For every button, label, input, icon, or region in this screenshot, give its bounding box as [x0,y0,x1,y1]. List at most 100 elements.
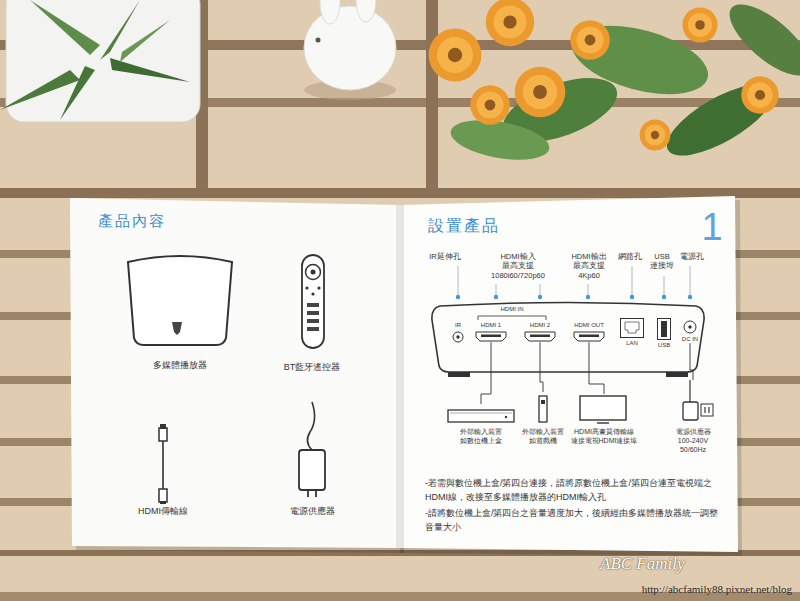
device-icon [670,380,716,426]
orange-flowers [470,85,510,125]
callout-leaders [586,295,590,299]
setup-note: -請將數位機上盒/第四台之音量適度加大，後續經由多媒體播放器統一調整音量大小 [425,506,721,534]
booklet [70,198,400,548]
callout-leaders [456,295,460,299]
rabbit-figure [320,0,340,24]
orange-flowers [570,20,610,60]
callout-leaders [494,295,498,299]
device-icon [520,392,566,426]
hdmi-port: HDMI OUT [568,322,610,342]
player-illustration [128,256,232,345]
power-adapter-illustration [307,402,314,450]
hdmi-cable-illustration [160,424,166,429]
connector-line [690,343,693,380]
callout-leaders [496,284,497,295]
callout-leaders [540,284,541,295]
connector-line [540,342,543,392]
hdmi-contacts [481,335,501,338]
hdmi-port: HDMI 2 [521,322,559,342]
port-label: HDMI 1 [481,322,501,329]
device-caption: 電源供應器 100-240V 50/60Hz [672,428,714,454]
set-top-box-body [448,410,514,422]
connector-line [589,342,604,394]
rabbit-figure [304,6,396,90]
callout-leaders [538,295,542,299]
panel-outline [428,300,708,380]
wall-socket [701,404,713,416]
usb-port: USB [653,318,675,349]
rabbit-figure [316,38,321,43]
potted-succulent [60,66,95,120]
potted-succulent [6,0,200,122]
device-back-panel: HDMI IN IR HDMI 1 HDMI 2 HDMI OUT LAN USB DC IN [428,300,708,380]
wood-table [0,188,800,198]
orange-flowers [486,0,534,46]
item-caption: 多媒體播放器 [140,360,220,371]
port-callout: IR延伸孔 [425,252,465,261]
port-icon [620,318,644,338]
item-caption: 電源供應器 [277,506,347,517]
port-ring [684,321,696,333]
page-title: 設置產品 [428,216,500,237]
device-caption: 外部輸入裝置 如數位機上盒 [458,428,504,446]
lan-port: LAN [618,318,646,347]
panel-foot [666,372,688,377]
hdmi-contacts [530,335,550,338]
orange-flowers [640,120,671,151]
player-illustration [172,322,182,335]
wood-table [426,0,438,190]
hdmi-socket [525,332,555,341]
device-caption: HDMI高畫質傳輸線 連接電視HDMI連接埠 [568,428,640,446]
watermark-url: http://abcfamily88.pixnet.net/blog [560,583,792,597]
remote-illustration [307,319,319,323]
port-label: LAN [626,340,638,347]
port-icon [452,331,464,343]
panel-foot [448,372,470,377]
port-callout: USB 連接埠 [648,252,676,271]
power-adapter-illustration [307,490,309,497]
remote-illustration [302,255,324,348]
set-top-box-edge [450,413,512,414]
socket-slot [708,407,709,413]
callout-leaders [588,284,589,295]
remote-illustration [307,327,319,331]
hdmi-socket [574,332,604,341]
orange-flowers [682,7,717,42]
rabbit-figure [356,0,376,22]
port-label: IR [455,322,461,329]
remote-illustration [307,303,319,307]
hdmi-port: HDMI 1 [472,322,510,342]
device-icon [568,394,640,426]
connector-line [481,342,491,404]
remote-illustration [302,255,324,348]
power-adapter-illustration [299,402,325,497]
hdmi-socket [476,332,506,341]
orange-flowers [719,0,800,87]
booklet [70,196,742,556]
item-caption: BT藍牙遙控器 [272,362,352,373]
potted-succulent [110,58,190,82]
port-icon [683,320,697,334]
port-callout: 電源孔 [679,252,705,261]
panel-label: HDMI IN [482,306,542,313]
hdmi-cable-illustration [159,428,167,441]
callout-leaders [458,266,459,295]
port-label: HDMI 2 [530,322,550,329]
step-number: 1 [697,208,727,246]
hdmi-cable-illustration [159,424,167,504]
page-title: 產品內容 [98,212,166,231]
potted-succulent [0,0,200,122]
port-label: DC IN [682,336,698,343]
set-top-box: 外部輸入裝置 如數位機上盒 [446,404,516,446]
orange-flowers [515,67,566,118]
callout-leaders [688,295,692,299]
power-cable [689,380,690,402]
tv-screen [580,396,626,420]
remote-illustration [317,286,320,289]
port-pin [688,325,691,328]
item-caption: HDMI傳輸線 [128,506,198,517]
port-label: HDMI OUT [574,322,604,329]
power-adapter-illustration [315,490,317,497]
remote-illustration [307,311,319,315]
